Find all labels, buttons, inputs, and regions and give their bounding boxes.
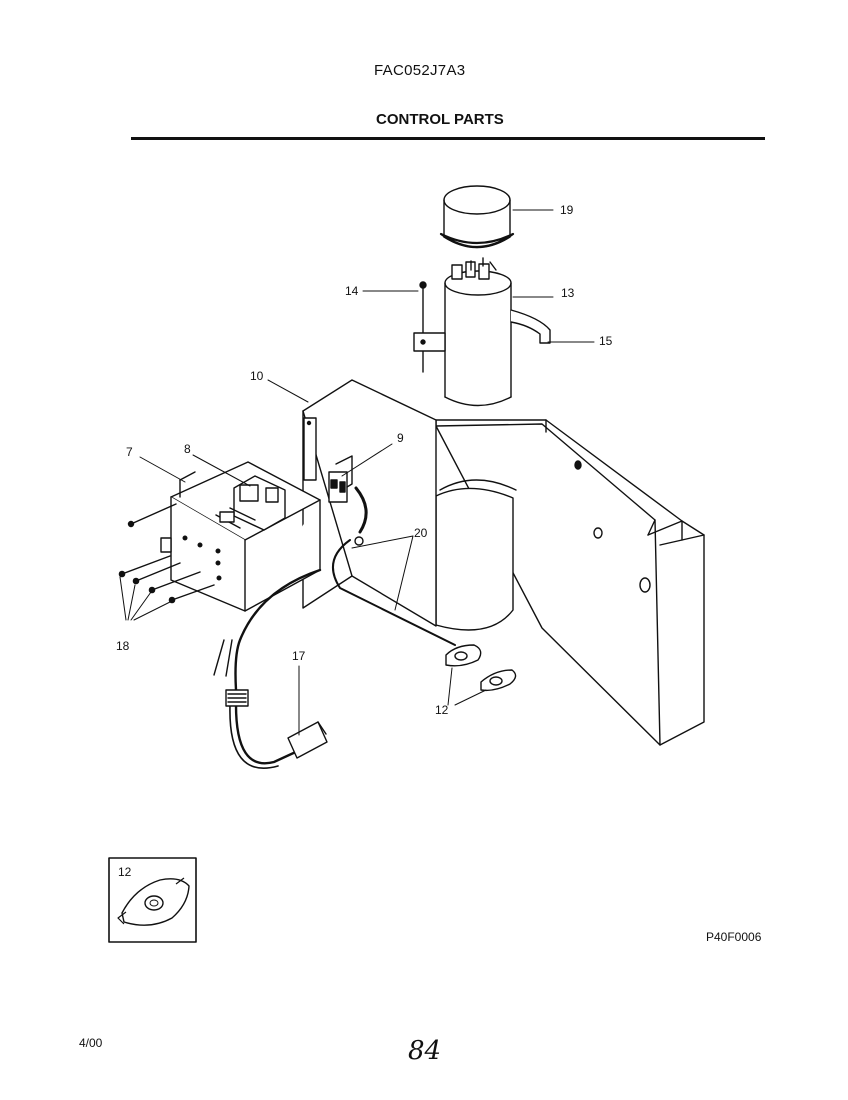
inset-callout-12: 12	[118, 865, 132, 879]
callout-12: 12	[435, 703, 449, 717]
title-rule	[131, 137, 765, 140]
capacitor-part-13	[444, 257, 512, 407]
callout-19: 19	[560, 203, 574, 217]
leader-lines	[119, 209, 595, 736]
air-duct	[435, 479, 517, 631]
mounting-screw-part-14	[413, 281, 446, 373]
callout-14: 14	[345, 284, 359, 298]
section-title: CONTROL PARTS	[376, 111, 504, 128]
thermostat-bracket-part-12	[445, 644, 517, 692]
callout-9: 9	[397, 431, 404, 445]
callout-13: 13	[561, 286, 575, 300]
screw-part-7	[127, 503, 177, 528]
callout-10: 10	[250, 369, 264, 383]
page-number: 84	[408, 1036, 442, 1066]
callout-18: 18	[116, 639, 130, 653]
callout-15: 15	[599, 334, 613, 348]
capacitor-strap-part-15	[510, 309, 551, 344]
callout-20: 20	[414, 526, 428, 540]
figure-code: P40F0006	[706, 930, 762, 944]
callout-7: 7	[126, 445, 133, 459]
inset-detail-part-12: 12	[108, 857, 197, 943]
control-cover-part-10	[302, 379, 437, 627]
revision-date: 4/00	[79, 1036, 103, 1050]
thermostat-wire-part-20	[331, 486, 456, 646]
model-number: FAC052J7A3	[374, 62, 466, 79]
power-cord-part-17	[213, 568, 328, 769]
capacitor-cap-part-19	[439, 185, 515, 249]
callout-8: 8	[184, 442, 191, 456]
callout-17: 17	[292, 649, 306, 663]
switch-bracket-part-9	[328, 455, 353, 503]
screws-part-18	[118, 555, 215, 604]
